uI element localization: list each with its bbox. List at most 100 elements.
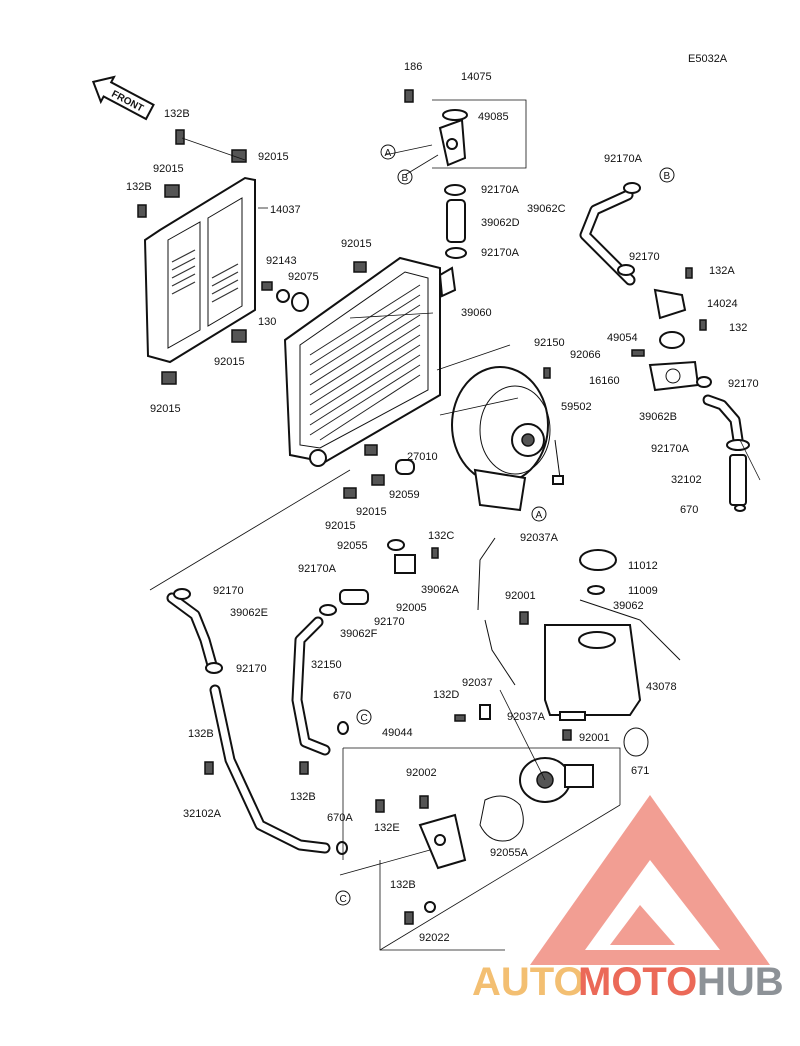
label-39062e: 39062E <box>230 607 268 619</box>
label-39062a: 39062A <box>421 584 460 596</box>
label-43078: 43078 <box>646 681 677 693</box>
label-92022: 92022 <box>419 932 450 944</box>
label-670-1: 670 <box>680 504 698 516</box>
label-14024: 14024 <box>707 298 738 310</box>
label-92055a: 92055A <box>490 847 529 859</box>
watermark-text: AUTO MOTO HUB <box>472 960 784 1004</box>
callout-c-text: C <box>361 713 368 724</box>
label-39062c: 39062C <box>527 203 566 215</box>
label-11009: 11009 <box>628 585 658 597</box>
label-92170a-1: 92170A <box>481 184 520 196</box>
callout-c-bottom: C <box>335 890 351 906</box>
label-49054: 49054 <box>607 332 638 344</box>
callout-b-text: B <box>402 173 409 184</box>
callout-a-text: A <box>385 148 392 159</box>
label-92170-2: 92170 <box>728 378 759 390</box>
label-132b-4: 132B <box>290 791 316 803</box>
label-14075: 14075 <box>461 71 492 83</box>
label-92015-5: 92015 <box>341 238 372 250</box>
label-92075: 92075 <box>288 271 319 283</box>
watermark-triangle-core <box>610 905 675 945</box>
label-130: 130 <box>258 316 276 328</box>
label-39062d: 39062D <box>481 217 520 229</box>
label-92066: 92066 <box>570 349 601 361</box>
label-132a: 132A <box>709 265 735 277</box>
label-132: 132 <box>729 322 747 334</box>
label-132d: 132D <box>433 689 459 701</box>
label-671: 671 <box>631 765 649 777</box>
callout-a-text-2: A <box>536 510 543 521</box>
label-132b-2: 132B <box>126 181 152 193</box>
label-92055: 92055 <box>337 540 368 552</box>
label-92015-6: 92015 <box>356 506 387 518</box>
watermark-moto: MOTO <box>578 960 697 1004</box>
label-92015-7: 92015 <box>325 520 356 532</box>
callout-a-right: A <box>531 506 547 522</box>
label-92170-4: 92170 <box>374 616 405 628</box>
label-32102a: 32102A <box>183 808 222 820</box>
label-14037: 14037 <box>270 204 301 216</box>
label-27010: 27010 <box>407 451 438 463</box>
thermostat-housing <box>631 267 707 392</box>
label-132b-1: 132B <box>164 108 190 120</box>
label-92037a-1: 92037A <box>520 532 559 544</box>
label-92002: 92002 <box>406 767 437 779</box>
label-39060: 39060 <box>461 307 492 319</box>
watermark-auto: AUTO <box>472 960 585 1004</box>
filler-neck-assembly <box>404 89 468 259</box>
label-39062b: 39062B <box>639 411 677 423</box>
label-132b-5: 132B <box>390 879 416 891</box>
label-32102: 32102 <box>671 474 702 486</box>
label-92015-2: 92015 <box>153 163 184 175</box>
front-arrow-shape <box>91 75 155 121</box>
label-92143: 92143 <box>266 255 297 267</box>
label-39062: 39062 <box>613 600 644 612</box>
watermark-triangle-inner <box>585 860 720 950</box>
front-arrow: FRONT <box>91 75 155 121</box>
reservoir-tank <box>544 549 649 757</box>
label-92059: 92059 <box>389 489 420 501</box>
callout-b-top: B <box>397 169 413 185</box>
label-49044: 49044 <box>382 727 413 739</box>
label-92005: 92005 <box>396 602 427 614</box>
label-92170a-2: 92170A <box>481 247 520 259</box>
label-92015-1: 92015 <box>258 151 289 163</box>
fasteners <box>137 129 712 925</box>
label-49085: 49085 <box>478 111 509 123</box>
label-186: 186 <box>404 61 422 73</box>
cooling-fan <box>451 366 564 512</box>
callout-b-right: B <box>659 167 675 183</box>
label-132c: 132C <box>428 530 454 542</box>
label-92150: 92150 <box>534 337 565 349</box>
label-32150: 32150 <box>311 659 342 671</box>
label-670a: 670A <box>327 812 353 824</box>
callout-c-text-2: C <box>340 894 347 905</box>
part-labels: 186 14075 49085 132B 92015 92015 132B 14… <box>126 61 759 944</box>
leader-lines <box>149 99 761 951</box>
label-92170a-3: 92170A <box>604 153 643 165</box>
callout-a-top: A <box>380 144 396 160</box>
label-59502: 59502 <box>561 401 592 413</box>
callout-b-text-2: B <box>664 171 671 182</box>
label-92037: 92037 <box>462 677 493 689</box>
label-92001-1: 92001 <box>505 590 536 602</box>
hoses <box>166 189 744 854</box>
label-92037a-2: 92037A <box>507 711 546 723</box>
label-92170-1: 92170 <box>629 251 660 263</box>
label-670-2: 670 <box>333 690 351 702</box>
label-92015-3: 92015 <box>214 356 245 368</box>
label-132b-3: 132B <box>188 728 214 740</box>
watermark-logo <box>530 795 770 965</box>
label-16160: 16160 <box>589 375 620 387</box>
radiator-core <box>283 256 457 467</box>
label-92170a-4: 92170A <box>651 443 690 455</box>
diagram-code: E5032A <box>688 53 728 65</box>
label-132e: 132E <box>374 822 400 834</box>
label-39062f: 39062F <box>340 628 378 640</box>
label-11012: 11012 <box>628 560 658 572</box>
label-92015-4: 92015 <box>150 403 181 415</box>
label-92170-3: 92170 <box>213 585 244 597</box>
callout-c-mid: C <box>356 709 372 725</box>
label-92001-2: 92001 <box>579 732 610 744</box>
